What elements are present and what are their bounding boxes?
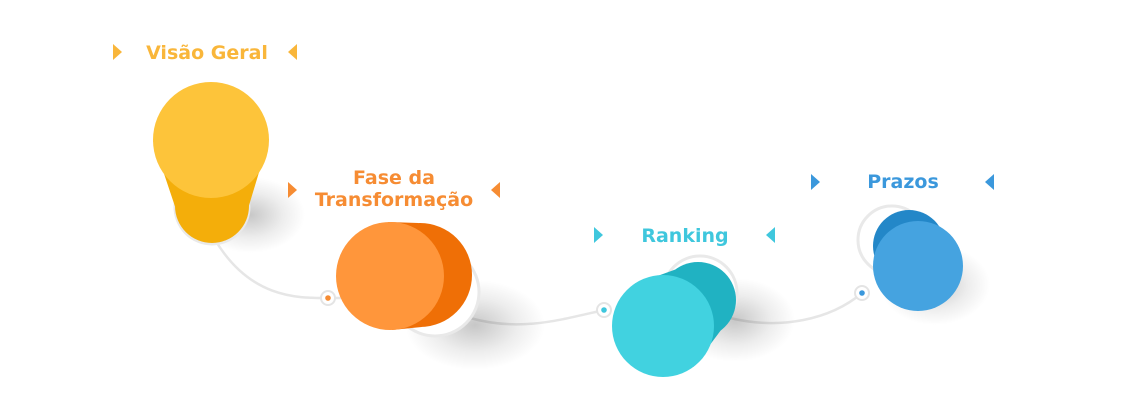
arrow-right-icon [594, 227, 603, 243]
step-node-1 [153, 82, 305, 253]
step-label-group-1: Visão Geral [113, 42, 297, 64]
arrow-right-icon [288, 182, 297, 198]
step-label: Visão Geral [146, 42, 268, 64]
node-cylinder-face [153, 82, 269, 198]
step-node-2 [336, 222, 545, 370]
step-label-group-4: Prazos [811, 171, 994, 193]
step-label: Transformação [315, 189, 473, 211]
connector-dot-center [601, 307, 607, 313]
node-cylinder-face [336, 222, 444, 330]
connector-dot-center [859, 290, 865, 296]
arrow-left-icon [766, 227, 775, 243]
step-node-4 [856, 204, 990, 325]
arrow-left-icon [288, 44, 297, 60]
node-cylinder-face [612, 275, 714, 377]
arrow-right-icon [811, 174, 820, 190]
step-label: Fase da [353, 167, 435, 189]
arrow-right-icon [113, 44, 122, 60]
connector-dot-center [325, 295, 331, 301]
node-cylinder-face [873, 221, 963, 311]
step-node-3 [612, 254, 795, 377]
step-label: Prazos [867, 171, 939, 193]
step-label-group-3: Ranking [594, 225, 775, 247]
step-label: Ranking [641, 225, 728, 247]
arrow-left-icon [491, 182, 500, 198]
arrow-left-icon [985, 174, 994, 190]
